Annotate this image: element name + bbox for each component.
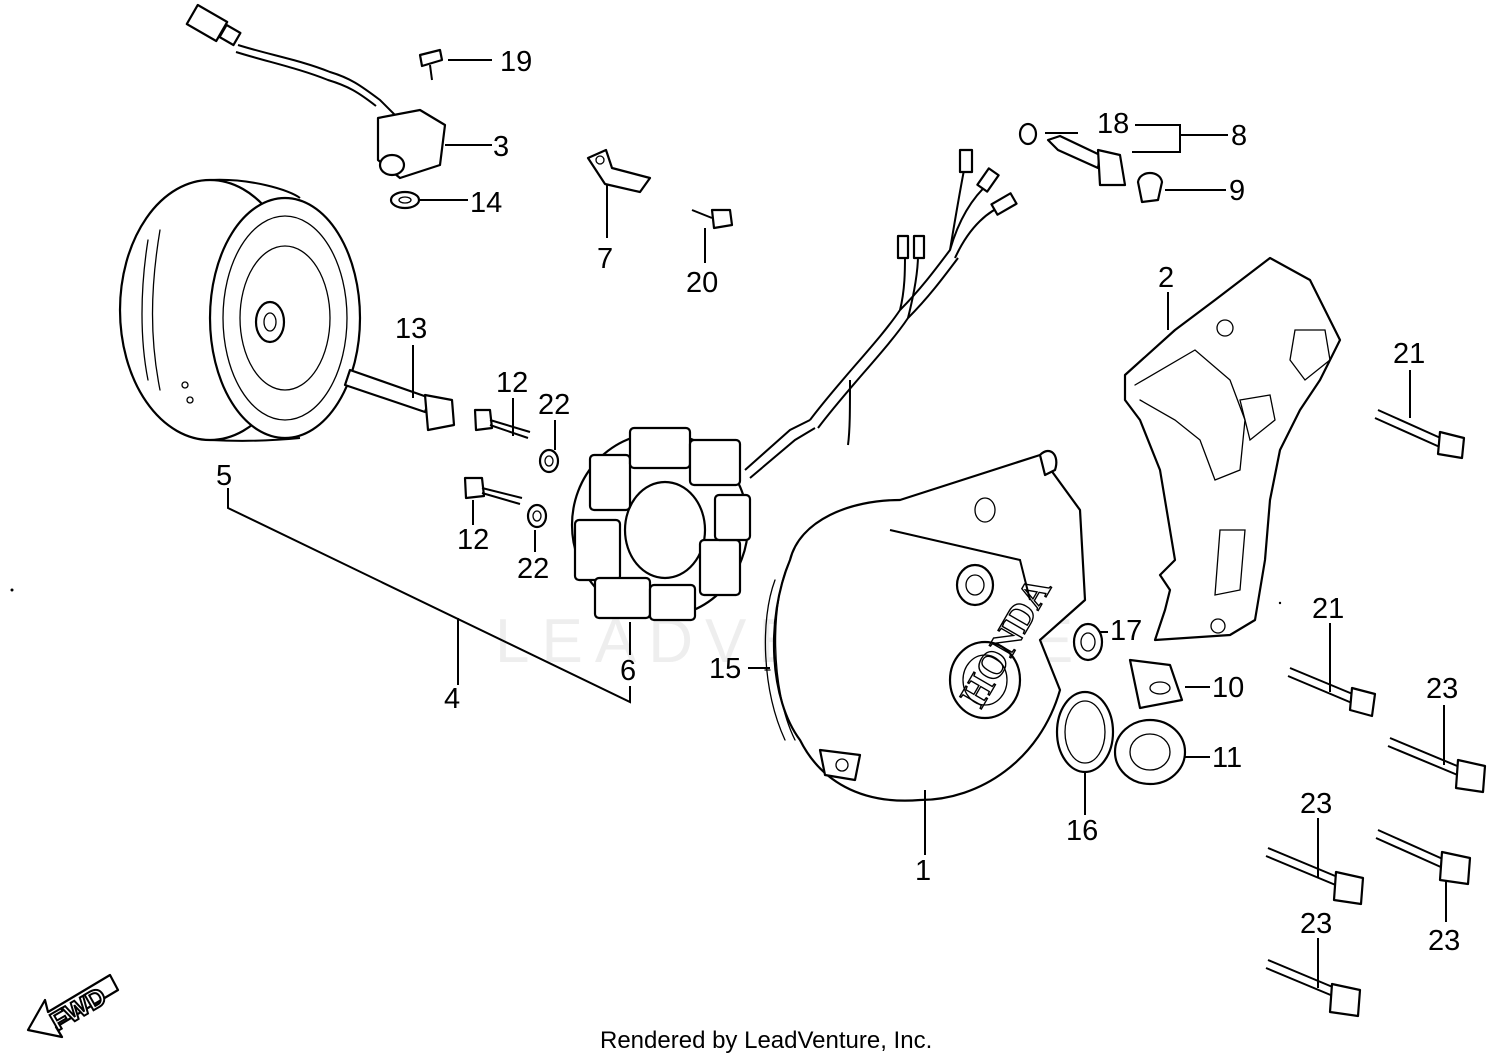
bolt-23-c[interactable]: [1375, 829, 1472, 886]
washer-22-lower[interactable]: [526, 503, 548, 529]
bolt-23-d[interactable]: [1265, 959, 1362, 1018]
oring-18[interactable]: [1018, 122, 1038, 146]
stator-wire-harness: [809, 148, 1018, 446]
leader-lines: [227, 59, 1447, 988]
left-crankcase-cover[interactable]: HONDA: [764, 449, 1087, 802]
bolt-21-upper[interactable]: [1374, 409, 1466, 460]
forward-arrow-icon: FWD: [26, 973, 120, 1039]
callout-labels: 19 3 14 7 20 13 12 22 5 12 22 6 4 15 1 1…: [216, 46, 1460, 957]
bolt-12-lower[interactable]: [463, 476, 523, 505]
callout-6[interactable]: 6: [620, 655, 636, 687]
callout-23-b[interactable]: 23: [1300, 788, 1332, 820]
callout-12-upper[interactable]: 12: [496, 367, 528, 399]
callout-1[interactable]: 1: [915, 855, 931, 887]
callout-10[interactable]: 10: [1212, 672, 1244, 704]
bolt-23-b[interactable]: [1265, 847, 1365, 906]
callout-15[interactable]: 15: [709, 653, 741, 685]
callout-2[interactable]: 2: [1158, 262, 1174, 294]
callout-13[interactable]: 13: [395, 313, 427, 345]
oring-17[interactable]: [1072, 622, 1104, 662]
hole-cap-11[interactable]: [1113, 718, 1187, 786]
footer-credit: Rendered by LeadVenture, Inc.: [600, 1027, 932, 1054]
bolt-19[interactable]: [418, 48, 444, 81]
bolt-13[interactable]: [343, 368, 456, 432]
callout-19[interactable]: 19: [500, 46, 532, 78]
gasket-14[interactable]: [389, 190, 421, 210]
stray-mark: [1278, 601, 1282, 605]
callout-23-d[interactable]: 23: [1300, 908, 1332, 940]
callout-5[interactable]: 5: [216, 460, 232, 492]
callout-20[interactable]: 20: [686, 267, 718, 299]
callout-7[interactable]: 7: [597, 243, 613, 275]
callout-8[interactable]: 8: [1231, 120, 1247, 152]
clamp-7[interactable]: [586, 148, 652, 194]
timing-cap-10[interactable]: [1128, 658, 1184, 710]
callout-12-lower[interactable]: 12: [457, 524, 489, 556]
washer-22-upper[interactable]: [538, 448, 560, 474]
callout-11[interactable]: 11: [1212, 742, 1242, 774]
flywheel-rotor[interactable]: [118, 178, 362, 442]
neutral-switch-8[interactable]: [1046, 134, 1127, 187]
callout-22-lower[interactable]: 22: [517, 553, 549, 585]
callout-18[interactable]: 18: [1097, 108, 1129, 140]
callout-21-lower[interactable]: 21: [1312, 593, 1344, 625]
bolt-12-upper[interactable]: [473, 408, 531, 439]
callout-14[interactable]: 14: [470, 187, 502, 219]
callout-16[interactable]: 16: [1066, 815, 1098, 847]
callout-3[interactable]: 3: [493, 131, 509, 163]
callout-23-a[interactable]: 23: [1426, 673, 1458, 705]
bolt-23-a[interactable]: [1387, 737, 1487, 794]
callout-23-c[interactable]: 23: [1428, 925, 1460, 957]
callout-22-upper[interactable]: 22: [538, 389, 570, 421]
callout-17[interactable]: 17: [1110, 615, 1142, 647]
pulse-generator[interactable]: [185, 3, 447, 180]
bolt-20[interactable]: [691, 208, 734, 230]
callout-9[interactable]: 9: [1229, 175, 1245, 207]
stator[interactable]: [570, 419, 816, 622]
oring-16[interactable]: [1055, 690, 1115, 774]
callout-4[interactable]: 4: [444, 683, 460, 715]
callout-21-upper[interactable]: 21: [1393, 338, 1425, 370]
clip-9[interactable]: [1136, 171, 1164, 204]
sprocket-cover[interactable]: [1123, 256, 1342, 642]
stray-mark: [10, 588, 14, 592]
bolt-21-lower[interactable]: [1287, 667, 1377, 718]
